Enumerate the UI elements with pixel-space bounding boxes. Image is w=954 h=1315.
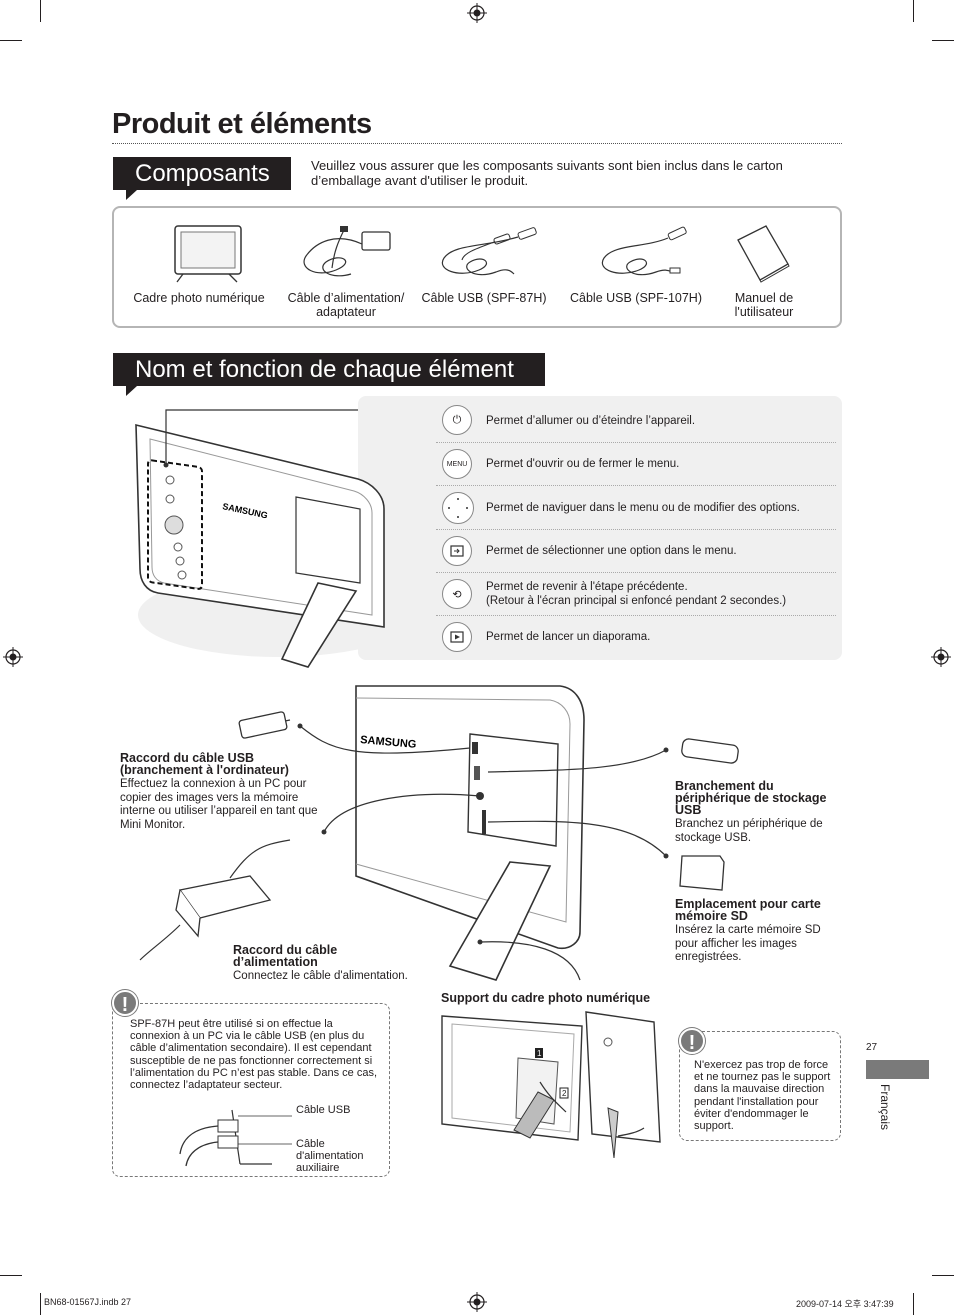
crop-mark [932, 40, 954, 41]
crop-mark [932, 1275, 954, 1276]
warning-icon: ! [112, 990, 138, 1016]
registration-mark-icon [467, 3, 487, 23]
stand-installation-illustration: 1 2 [441, 1011, 661, 1159]
step-number: 2 [562, 1089, 567, 1098]
language-label: Français [878, 1084, 892, 1131]
footer-timestamp: 2009-07-14 오후 3:47:39 [796, 1299, 894, 1309]
crop-mark [0, 1275, 22, 1276]
page-title: Produit et éléments [112, 108, 372, 140]
button-description: Permet de revenir à l'étape précédente. … [486, 581, 787, 607]
language-tab [866, 1060, 929, 1079]
stand-label: Support du cadre photo numérique [441, 991, 651, 1005]
crop-mark [913, 0, 914, 22]
usb-cable-icon [441, 227, 537, 276]
registration-mark-icon [467, 1292, 487, 1312]
button-description: Permet d’allumer ou d’éteindre l’apparei… [486, 415, 696, 427]
section-heading-functions: Nom et fonction de chaque élément [113, 353, 545, 396]
component-label: Manuel de l'utilisateur [734, 291, 794, 319]
title-divider [112, 143, 842, 144]
button-row-enter: Permet de sélectionner une option dans l… [436, 530, 836, 573]
usb-pc-port-label: Raccord du câble USB (branchement à l'or… [120, 751, 318, 831]
warning-icon: ! [679, 1028, 705, 1054]
button-description: Permet de naviguer dans le menu ou de mo… [486, 502, 800, 514]
note-usb-power-text: SPF-87H peut être utilisé si on effectue… [130, 1018, 378, 1092]
crop-mark [913, 1293, 914, 1315]
navigation-icon [442, 492, 474, 524]
page-number: 27 [866, 1042, 878, 1053]
footer-file: BN68-01567J.indb 27 [44, 1297, 132, 1307]
frame-buttons-illustration: SAMSUNG [135, 409, 398, 668]
section-heading-components: Composants [113, 157, 291, 200]
button-row-navigation: Permet de naviguer dans le menu ou de mo… [436, 486, 836, 530]
usb-cable-icon [601, 226, 687, 276]
button-row-power: ⏻ Permet d’allumer ou d’éteindre l’appar… [436, 400, 836, 443]
note-stand-text: N'exercez pas trop de force et ne tourne… [694, 1059, 831, 1133]
power-icon: ⏻ [442, 405, 472, 435]
button-row-back: ⟲ Permet de revenir à l'étape précédente… [436, 573, 836, 616]
crop-mark [0, 40, 22, 41]
component-label: Cadre photo numérique [133, 291, 265, 305]
manual-icon [737, 225, 790, 283]
components-intro: Veuillez vous assurer que les composants… [311, 158, 783, 188]
brand-logo: SAMSUNG [360, 734, 417, 751]
back-icon: ⟲ [442, 579, 472, 609]
aux-power-cable-caption: Câble d'alimentation auxiliaire [296, 1138, 364, 1175]
crop-mark [40, 1293, 41, 1315]
cable-connection-illustration [179, 1109, 292, 1167]
components-box: Cadre photo numérique Câble d’alimentati… [112, 206, 842, 328]
crop-mark [40, 0, 41, 22]
note-usb-power [112, 1003, 390, 1177]
button-row-menu: MENU Permet d'ouvrir ou de fermer le men… [436, 443, 836, 486]
photo-frame-icon [174, 225, 242, 283]
component-label: Câble USB (SPF-107H) [570, 291, 702, 305]
component-label: Câble d’alimentation/ adaptateur [287, 291, 405, 319]
button-description: Permet d'ouvrir ou de fermer le menu. [486, 458, 680, 470]
button-row-slideshow: Permet de lancer un diaporama. [436, 616, 836, 658]
slideshow-icon [442, 622, 472, 652]
enter-icon [442, 536, 472, 566]
registration-mark-icon [931, 647, 951, 667]
button-functions-panel [358, 396, 842, 660]
step-number: 1 [537, 1049, 542, 1058]
usb-cable-caption: Câble USB [296, 1104, 351, 1116]
power-port-label: Raccord du câble d’alimentation Connecte… [233, 943, 408, 982]
frame-ports-illustration: SAMSUNG [139, 685, 739, 981]
usb-storage-port-label: Branchement du périphérique de stockage … [675, 779, 827, 844]
power-adapter-icon [303, 226, 391, 277]
menu-icon: MENU [442, 449, 472, 479]
note-stand [679, 1031, 841, 1141]
button-description: Permet de lancer un diaporama. [486, 631, 651, 643]
registration-mark-icon [3, 647, 23, 667]
sd-slot-label: Emplacement pour carte mémoire SD Insére… [675, 897, 821, 963]
button-description: Permet de sélectionner une option dans l… [486, 545, 737, 557]
component-label: Câble USB (SPF-87H) [421, 291, 547, 305]
